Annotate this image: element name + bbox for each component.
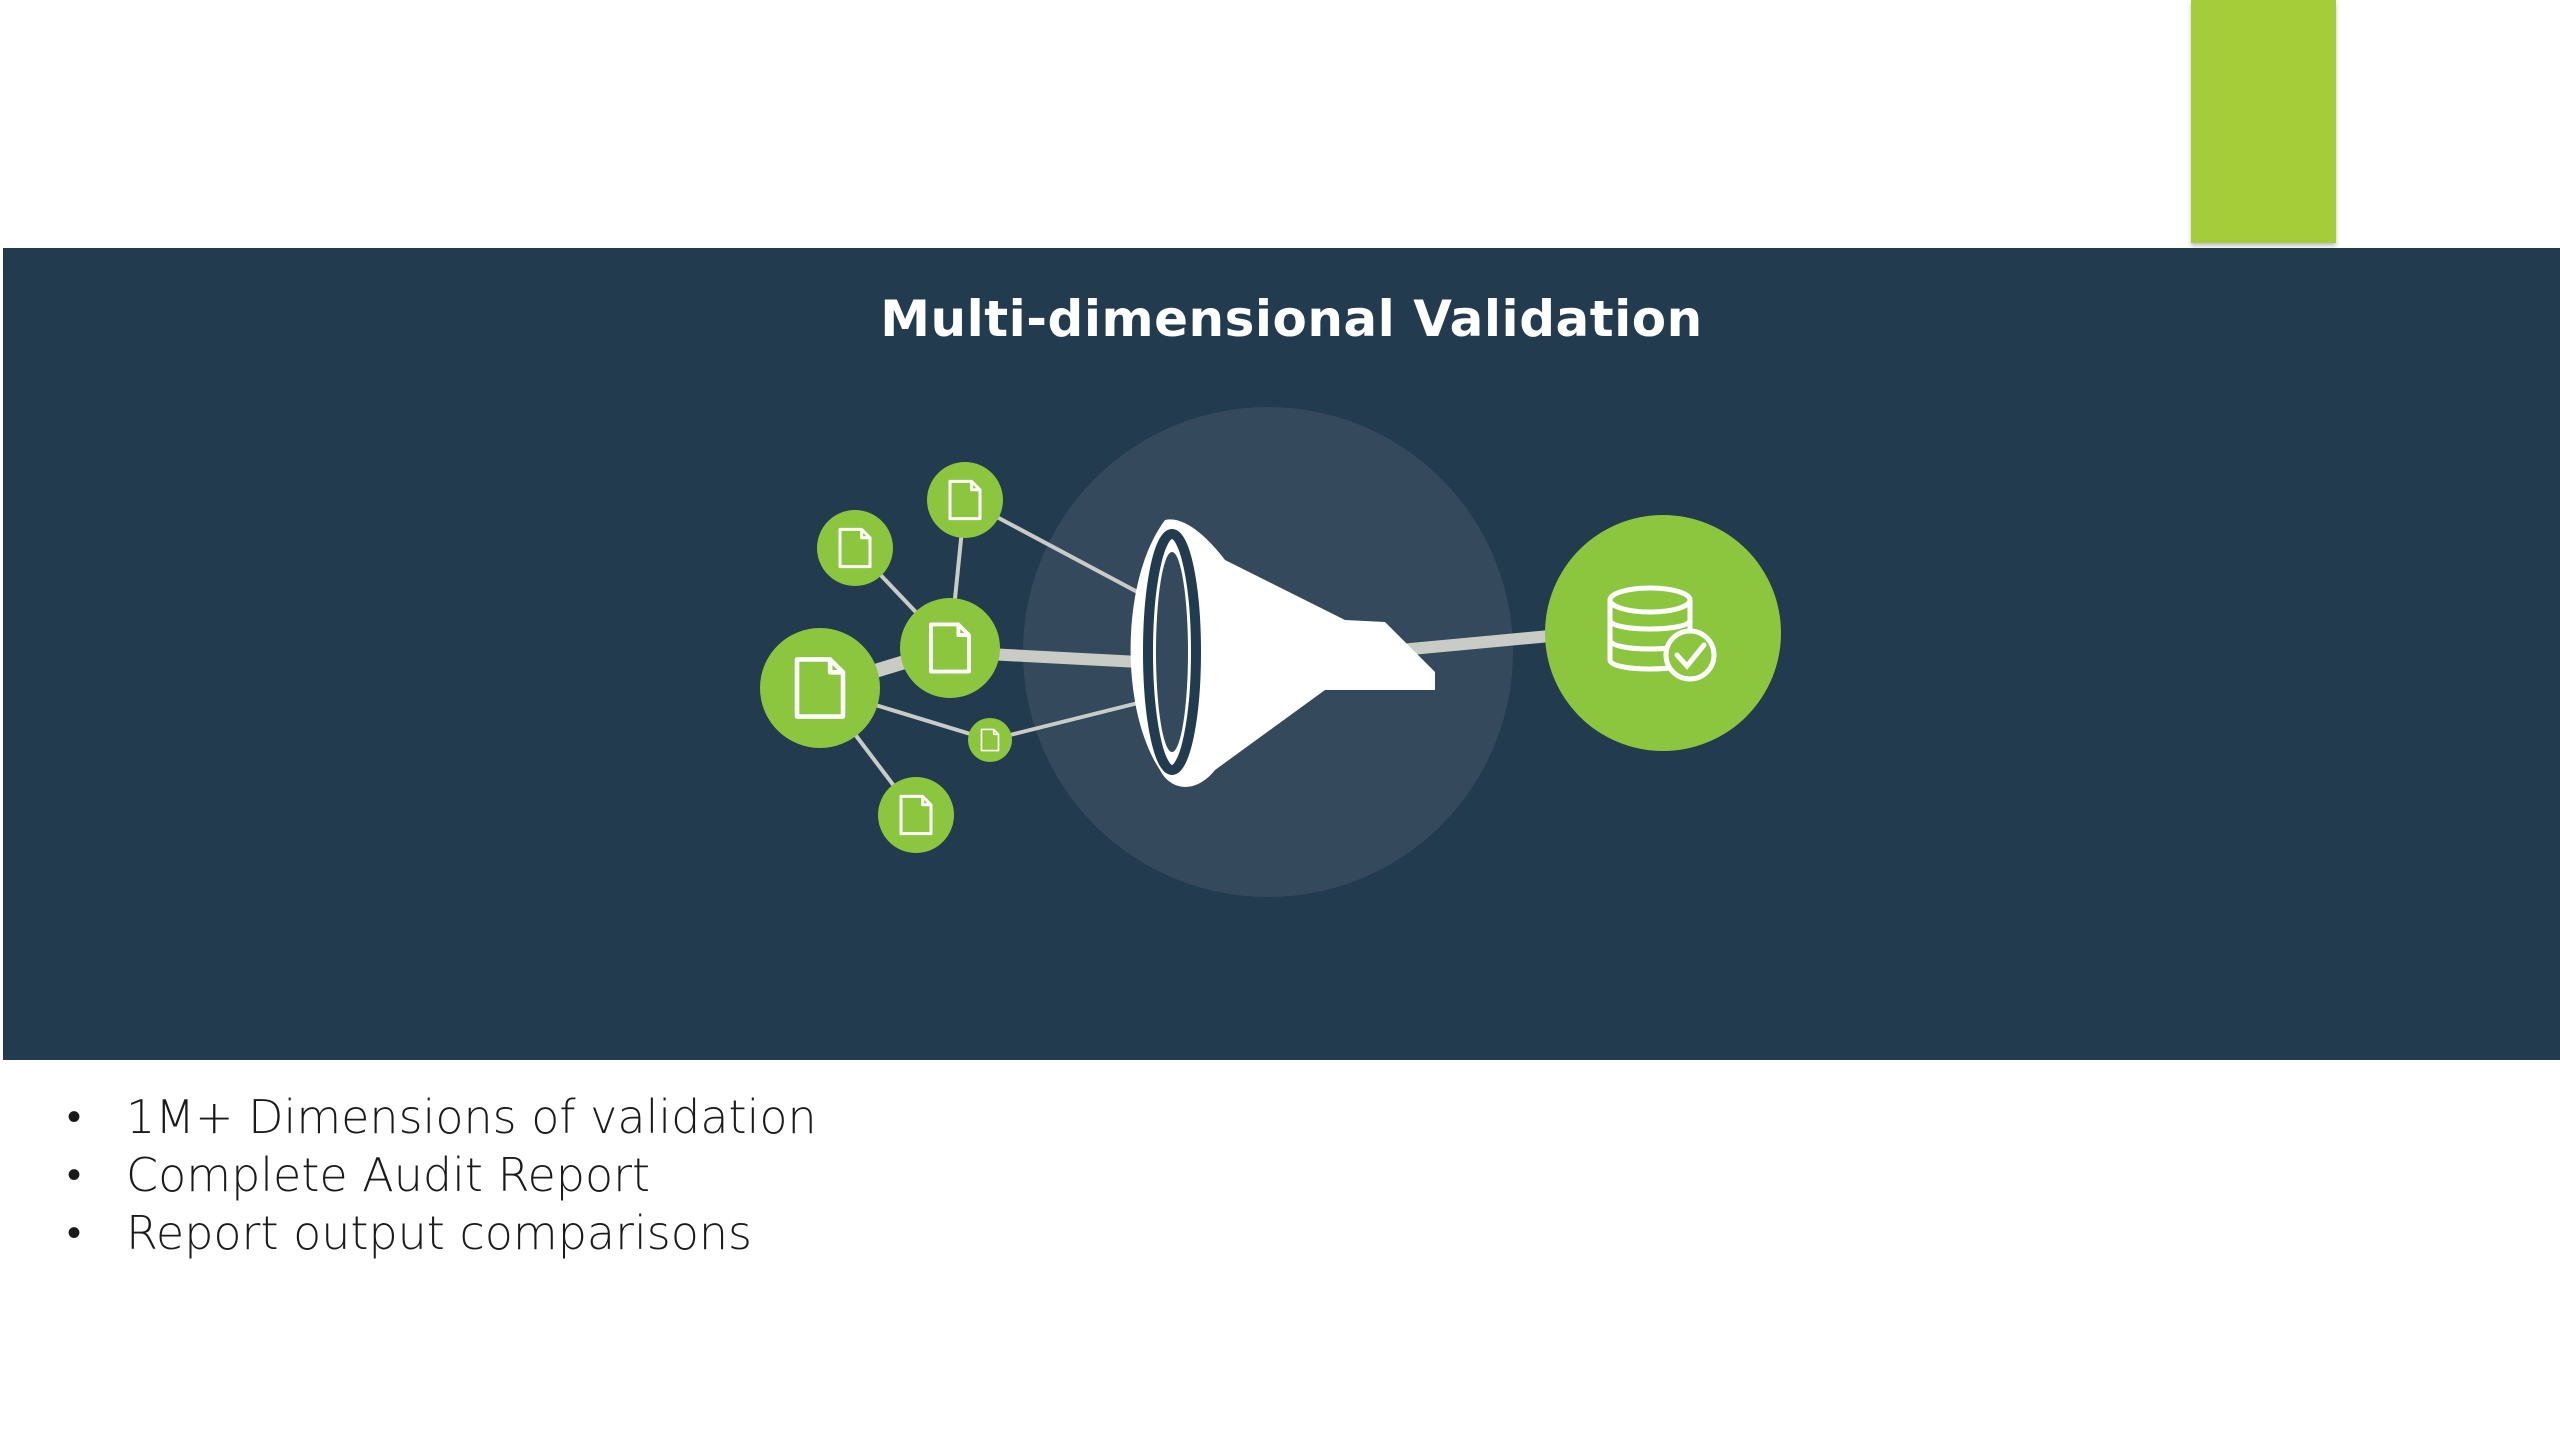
bullet-item: • Complete Audit Report [60,1146,817,1204]
bullet-item: • 1M+ Dimensions of validation [60,1088,817,1146]
bullet-item: • Report output comparisons [60,1204,817,1262]
bullet-marker: • [67,1152,82,1198]
bullet-text: 1M+ Dimensions of validation [126,1090,817,1144]
bullet-list: • 1M+ Dimensions of validation • Complet… [60,1088,817,1262]
accent-bar [2191,0,2336,243]
bullet-marker: • [67,1210,82,1256]
bullet-marker: • [67,1094,82,1140]
bullet-text: Complete Audit Report [126,1148,651,1202]
bullet-text: Report output comparisons [126,1206,753,1260]
illustration-banner [3,248,2560,1060]
banner-title: Multi-dimensional Validation [880,290,1703,348]
